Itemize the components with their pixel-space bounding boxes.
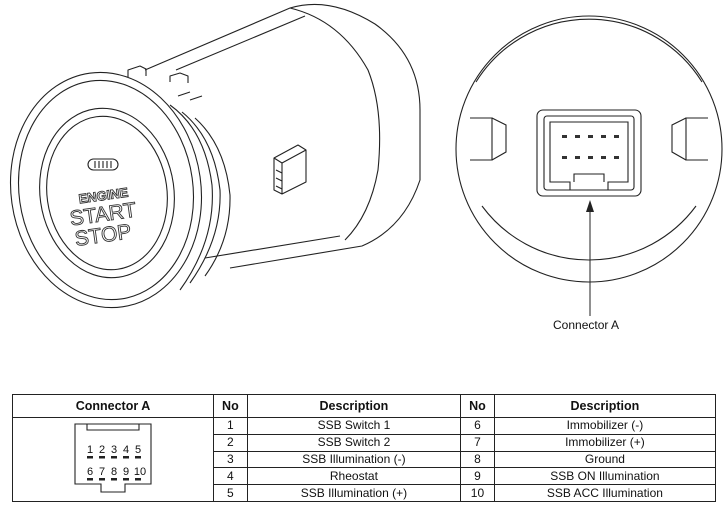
connector-pins bbox=[562, 135, 619, 159]
connector-pinout-diagram: 1 2 3 4 5 6 7 8 9 10 bbox=[12, 417, 214, 502]
connector-a-callout-label: Connector A bbox=[553, 318, 620, 332]
pin-label-4: 4 bbox=[123, 444, 129, 456]
pin-description: Immobilizer (+) bbox=[493, 433, 717, 452]
pin-label-8: 8 bbox=[111, 466, 117, 478]
pin-description: SSB Illumination (-) bbox=[246, 450, 462, 469]
table-header-row: Connector A No Description No Descriptio… bbox=[12, 394, 717, 418]
pin-number: 4 bbox=[213, 467, 248, 486]
table-row: 5 SSB Illumination (+) 10 SSB ACC Illumi… bbox=[13, 484, 717, 502]
pin-number: 6 bbox=[460, 417, 495, 435]
button-bezel bbox=[9, 71, 203, 309]
pin-description: SSB Switch 1 bbox=[246, 417, 462, 435]
pin-label-10: 10 bbox=[134, 466, 146, 478]
pin-description: SSB ON Illumination bbox=[493, 467, 717, 486]
connector-pin-table: Connector A No Description No Descriptio… bbox=[12, 394, 717, 502]
indicator-lamp-icon bbox=[87, 158, 119, 171]
header-description-right: Description bbox=[493, 394, 717, 418]
header-connector: Connector A bbox=[12, 394, 214, 418]
header-no-left: No bbox=[213, 394, 248, 418]
table-row: 3 SSB Illumination (-) 8 Ground bbox=[13, 450, 717, 469]
connector-a-housing bbox=[536, 109, 642, 197]
pin-label-1: 1 bbox=[87, 444, 93, 456]
button-text-engine: ENGINE bbox=[78, 185, 130, 207]
pin-label-2: 2 bbox=[99, 444, 105, 456]
pin-label-3: 3 bbox=[111, 444, 117, 456]
pin-label-5: 5 bbox=[135, 444, 141, 456]
pin-description: Ground bbox=[493, 450, 717, 469]
pin-label-7: 7 bbox=[99, 466, 105, 478]
start-stop-button-illustration: ENGINE START STOP bbox=[9, 3, 723, 316]
pin-number: 10 bbox=[460, 484, 495, 502]
pin-number: 3 bbox=[213, 450, 248, 469]
pin-description: Rheostat bbox=[246, 467, 462, 486]
switch-housing bbox=[127, 3, 421, 291]
header-description-left: Description bbox=[246, 394, 462, 418]
pin-description: SSB ACC Illumination bbox=[493, 484, 717, 502]
pin-label-9: 9 bbox=[123, 466, 129, 478]
pin-number: 8 bbox=[460, 450, 495, 469]
pin-description: SSB Illumination (+) bbox=[246, 484, 462, 502]
pin-description: Immobilizer (-) bbox=[493, 417, 717, 435]
table-row: 4 Rheostat 9 SSB ON Illumination bbox=[13, 467, 717, 486]
pin-number: 5 bbox=[213, 484, 248, 502]
pin-number: 7 bbox=[460, 433, 495, 452]
table-row: 1 2 3 4 5 6 7 8 9 10 bbox=[12, 417, 717, 502]
pin-number: 9 bbox=[460, 467, 495, 486]
header-no-right: No bbox=[460, 394, 495, 418]
rear-view bbox=[455, 15, 723, 283]
pin-number: 1 bbox=[213, 417, 248, 435]
pin-label-6: 6 bbox=[87, 466, 93, 478]
pin-number: 2 bbox=[213, 433, 248, 452]
connector-callout-arrow bbox=[586, 200, 594, 316]
pin-description: SSB Switch 2 bbox=[246, 433, 462, 452]
